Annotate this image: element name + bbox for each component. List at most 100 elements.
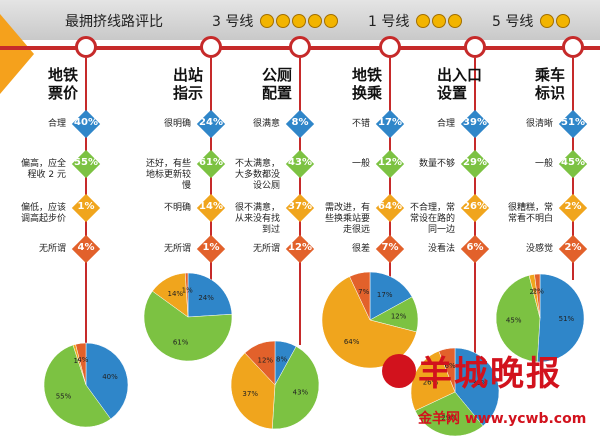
option-label: 无所谓 (38, 244, 66, 254)
option-percentage: 2% (564, 201, 582, 212)
pie-slice-label: 1% (182, 287, 193, 295)
option-label: 无所谓 (163, 244, 191, 254)
watermark-site: 金羊网 www.ycwb.com (418, 411, 587, 427)
column-heading-line1: 地铁 (48, 66, 79, 84)
option-label: 很满意 (252, 119, 280, 129)
pie-slice-label: 7% (358, 288, 369, 296)
pie-chart: 39%29%26%6% (410, 347, 500, 437)
option-label: 不合理，常常设在路的同一边 (409, 203, 455, 235)
face-icon (307, 14, 322, 28)
option-label: 不错 (351, 119, 370, 129)
option-percentage: 24% (199, 117, 223, 128)
pie-slice-label: 17% (377, 291, 393, 299)
option-percentage: 26% (463, 201, 487, 212)
station-node (379, 36, 401, 58)
page-title: 最拥挤线路评比 (65, 14, 163, 30)
option-percentage: 14% (199, 201, 223, 212)
column-heading: 出入口设置 (437, 66, 482, 102)
pie-slice-label: 40% (102, 373, 118, 381)
face-icon (275, 14, 290, 28)
pie-slice (438, 347, 456, 393)
option-percentage: 45% (561, 157, 585, 168)
pie-chart: 51%45%2%2% (495, 273, 585, 363)
line-3-name: 3 号线 (212, 14, 254, 30)
column-heading: 地铁票价 (48, 66, 78, 102)
option-percentage: 40% (74, 117, 98, 128)
pie-slice-label: 43% (293, 388, 309, 396)
orange-tab-decoration (0, 14, 34, 94)
pie-slice (495, 275, 541, 363)
pie-slice-label: 4% (77, 356, 88, 364)
pie-slice-label: 8% (276, 355, 287, 363)
line-3-label: 3 号线 (212, 11, 338, 31)
station-node (75, 36, 97, 58)
option-percentage: 55% (74, 157, 98, 168)
option-percentage: 1% (202, 242, 220, 253)
option-percentage: 39% (463, 117, 487, 128)
option-label: 偏低，应该调高起步价 (20, 203, 66, 224)
pie-slice (349, 271, 371, 321)
option-label: 一般 (351, 159, 370, 169)
pie-slice-label: 61% (173, 338, 189, 346)
face-icon (259, 14, 274, 28)
face-icon (415, 14, 430, 28)
watermark-brand: 羊城晚报 (418, 354, 562, 394)
column-heading-line1: 出站 (173, 66, 204, 84)
face-icon (431, 14, 446, 28)
pie-slice-label: 39% (472, 379, 488, 387)
column-heading-line1: 公厕 (262, 66, 293, 84)
line-5-label: 5 号线 (492, 11, 570, 31)
face-icon (555, 14, 570, 28)
column-heading-line1: 乘车 (535, 66, 566, 84)
pie-slice (187, 272, 233, 318)
pie-slice (184, 272, 189, 318)
option-label: 不太满意，大多数都没设公厕 (234, 159, 280, 191)
column-heading-line2: 指示 (173, 84, 204, 102)
column-heading-line2: 设置 (437, 84, 468, 102)
pie-slice-label: 12% (258, 357, 274, 365)
option-label: 很不满意，从来没有找到过 (234, 203, 280, 235)
line-5-name: 5 号线 (492, 14, 534, 30)
pie-slice-label: 51% (559, 315, 575, 323)
station-node (200, 36, 222, 58)
column-heading: 出站指示 (173, 66, 203, 102)
pie-chart: 8% 43% 37% 12% (230, 340, 320, 430)
pie-slice-label: 14% (168, 290, 184, 298)
option-percentage: 1% (77, 201, 95, 212)
pie-slice-label: 12% (391, 312, 407, 320)
option-label: 很糟糕，常常看不明白 (507, 203, 553, 224)
option-percentage: 12% (378, 157, 402, 168)
pie-slice (143, 290, 233, 362)
column-heading: 乘车标识 (535, 66, 565, 102)
brand-logo-icon (382, 354, 416, 388)
option-percentage: 12% (288, 242, 312, 253)
column-heading-line2: 标识 (535, 84, 566, 102)
face-icon (323, 14, 338, 28)
option-percentage: 51% (561, 117, 585, 128)
option-percentage: 7% (381, 242, 399, 253)
column-heading: 公厕配置 (262, 66, 292, 102)
option-percentage: 43% (288, 157, 312, 168)
option-label: 还好，有些地标更新较慢 (145, 159, 191, 191)
option-percentage: 8% (291, 117, 309, 128)
option-label: 需改进，有些换乘站要走很远 (324, 203, 370, 235)
pie-slice (534, 273, 541, 319)
face-icon (539, 14, 554, 28)
option-percentage: 61% (199, 157, 223, 168)
pie-slice (85, 342, 129, 420)
option-percentage: 6% (466, 242, 484, 253)
pie-slice (43, 344, 112, 428)
pie-slice (321, 276, 417, 369)
pie-slice (244, 340, 276, 386)
pie-slice-label: 24% (198, 294, 214, 302)
pie-slice-label: 2% (530, 288, 541, 296)
column-heading-line1: 地铁 (352, 66, 383, 84)
option-label: 合理 (436, 119, 455, 129)
pie-slice-label: 26% (423, 378, 439, 386)
option-percentage: 17% (378, 117, 402, 128)
option-label: 无所谓 (252, 244, 280, 254)
pie-slice-label: 64% (344, 338, 360, 346)
station-node (562, 36, 584, 58)
pie-slice (271, 346, 320, 430)
pie-slice-label: 37% (242, 390, 258, 398)
